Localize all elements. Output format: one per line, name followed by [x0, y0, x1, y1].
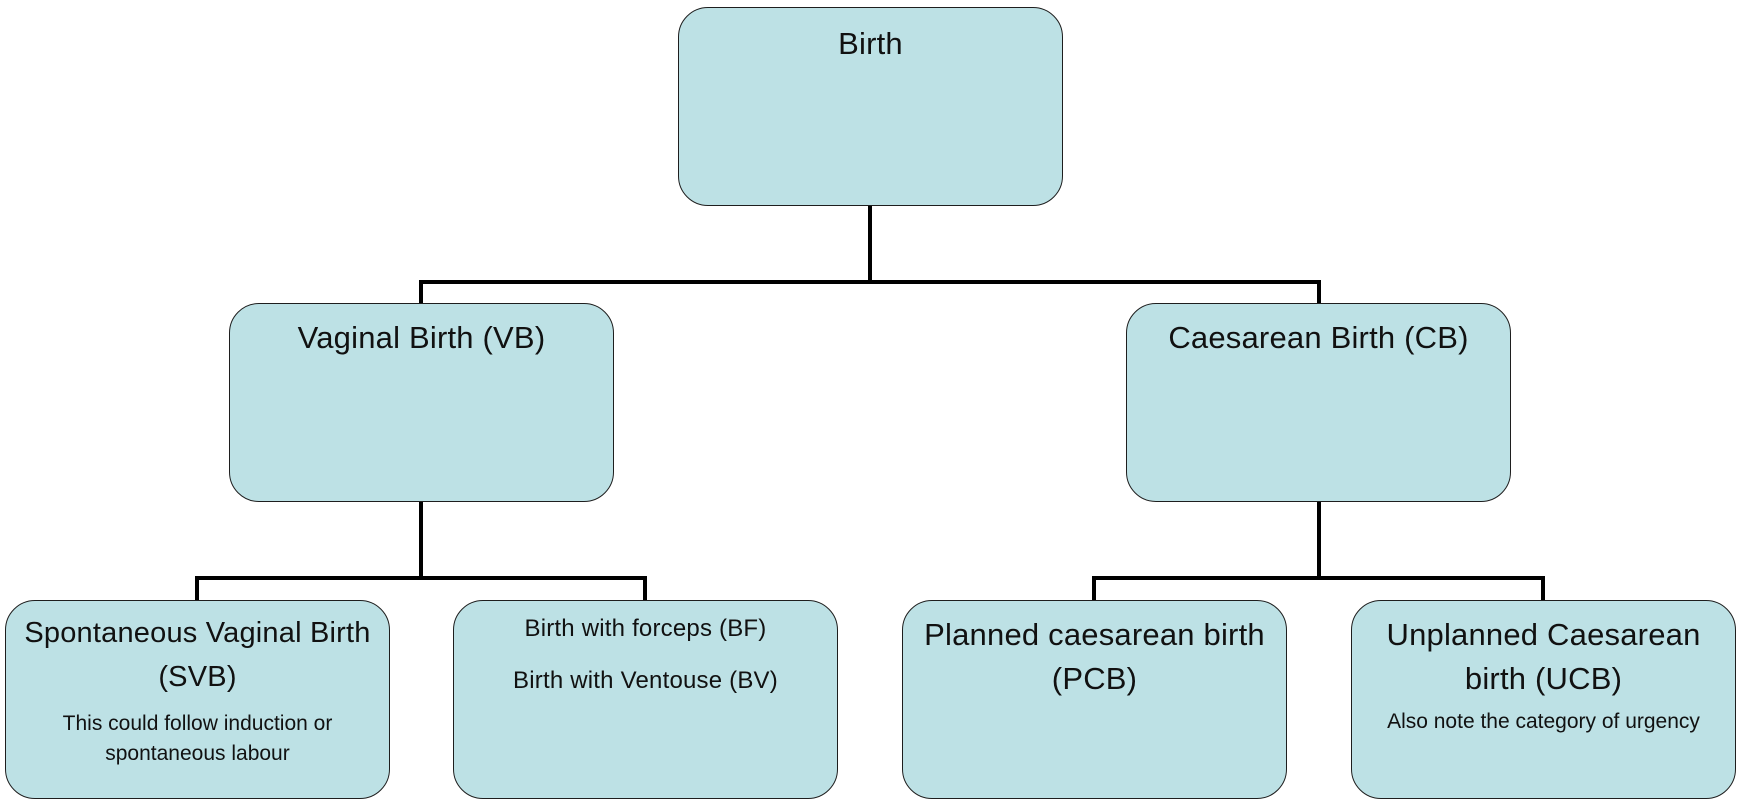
node-ventouse-line: Birth with Ventouse (BV) — [513, 667, 778, 694]
node-spontaneous-vaginal-birth: Spontaneous Vaginal Birth (SVB) This cou… — [5, 600, 390, 799]
node-ucb-title-line1: Unplanned Caesarean — [1386, 617, 1701, 652]
node-planned-caesarean-birth: Planned caesarean birth (PCB) — [902, 600, 1287, 799]
node-assisted-birth: Birth with forceps (BF) Birth with Vento… — [453, 600, 838, 799]
node-svb-title-line2: (SVB) — [158, 661, 237, 693]
node-svb-note: This could follow induction or spontaneo… — [62, 712, 333, 765]
node-ucb-title-line2: birth (UCB) — [1464, 661, 1623, 696]
node-svb-title-line1: Spontaneous Vaginal Birth — [24, 617, 371, 649]
node-caesarean-birth: Caesarean Birth (CB) — [1126, 303, 1511, 502]
node-forceps-line: Birth with forceps (BF) — [524, 615, 767, 642]
node-birth: Birth — [678, 7, 1063, 206]
node-birth-title: Birth — [838, 26, 903, 61]
node-pcb-title-line2: (PCB) — [1051, 661, 1138, 696]
node-pcb-title-line1: Planned caesarean birth — [924, 617, 1265, 652]
node-ucb-note: Also note the category of urgency — [1387, 710, 1700, 733]
node-vaginal-birth-title: Vaginal Birth (VB) — [297, 320, 546, 355]
node-unplanned-caesarean-birth: Unplanned Caesarean birth (UCB) Also not… — [1351, 600, 1736, 799]
node-vaginal-birth: Vaginal Birth (VB) — [229, 303, 614, 502]
node-caesarean-birth-title: Caesarean Birth (CB) — [1168, 320, 1469, 355]
